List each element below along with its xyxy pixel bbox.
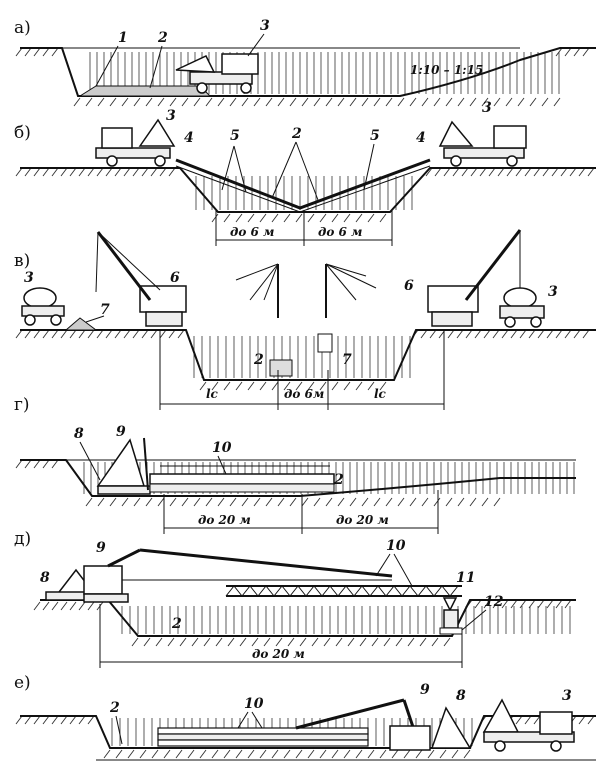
segments-10 [157, 727, 369, 747]
crane-right [427, 229, 522, 327]
callout-3: 3 [24, 270, 34, 286]
callout-3: 3 [166, 108, 176, 124]
dim-label: до 20 м [198, 513, 251, 527]
callout-2: 2 [253, 352, 264, 368]
callout-6: 6 [404, 278, 414, 294]
chutes [175, 158, 431, 210]
dim-label: до 6 м [318, 225, 362, 239]
dump-truck-right [438, 120, 527, 167]
panel-label: б) [14, 123, 31, 143]
dump-truck [175, 53, 259, 94]
callout-10: 10 [386, 538, 406, 554]
callout-11: 11 [456, 570, 475, 586]
dim-label: lс [206, 387, 219, 401]
callout-10: 10 [212, 440, 232, 456]
panel-v: в) [14, 229, 596, 410]
callout-8: 8 [74, 426, 84, 442]
callout-12: 12 [484, 594, 504, 610]
paver-9 [96, 437, 151, 495]
truss-10 [225, 585, 462, 597]
callout-9: 9 [116, 424, 126, 440]
callout-7: 7 [342, 352, 352, 368]
crane-swing-arcs [235, 263, 377, 318]
callout-8: 8 [456, 688, 466, 704]
callout-2: 2 [333, 472, 344, 488]
callout-7: 7 [100, 302, 110, 318]
truck-right [499, 287, 545, 328]
crane-left [95, 231, 187, 327]
callout-6: 6 [170, 270, 180, 286]
panel-a: а) 1 2 3 1:10 – 1:15 [14, 18, 596, 97]
machine-9-boom [83, 548, 393, 603]
callout-4: 4 [184, 130, 194, 146]
dump-truck-left [95, 118, 176, 167]
callout-3: 3 [562, 688, 572, 704]
dim-label: до 20 м [252, 647, 305, 661]
panel-label: г) [14, 395, 30, 415]
callout-9: 9 [96, 540, 106, 556]
pit-outline [20, 329, 596, 381]
panel-d: д) 8 9 10 11 12 2 [14, 529, 576, 668]
callout-5: 5 [370, 128, 380, 144]
pit-outline [20, 459, 576, 497]
slope-ratio: 1:10 – 1:15 [410, 63, 483, 77]
callout-10: 10 [244, 696, 264, 712]
callout-2: 2 [109, 700, 120, 716]
dim-label: до 20 м [336, 513, 389, 527]
dim-label: lс [374, 387, 387, 401]
callout-9: 9 [420, 682, 430, 698]
panel-label: д) [14, 529, 31, 549]
callout-1: 1 [118, 30, 128, 46]
material-layer [78, 85, 212, 97]
support-11-12 [439, 597, 463, 635]
machine-9-boom [295, 698, 431, 751]
dim-label: до 6м [284, 387, 324, 401]
dim-label: до 6 м [230, 225, 274, 239]
truck-left [21, 287, 98, 331]
panel-label: а) [14, 18, 31, 38]
callout-3: 3 [260, 18, 270, 34]
callout-8: 8 [40, 570, 50, 586]
callout-3: 3 [482, 100, 492, 116]
callout-3: 3 [548, 284, 558, 300]
callout-4: 4 [416, 130, 426, 146]
pit-outline [20, 47, 596, 97]
callout-2: 2 [171, 616, 182, 632]
machine-8 [430, 706, 472, 749]
panel-g: г) 8 9 10 2 до 20 м до 20 м [14, 395, 576, 534]
callout-2: 2 [291, 126, 302, 142]
panel-label: е) [14, 673, 31, 693]
segments-10 [149, 465, 335, 493]
panel-b: б) 3 4 5 2 5 4 3 [14, 100, 596, 246]
panel-e: е) 2 10 9 8 3 [14, 673, 596, 761]
callout-5: 5 [230, 128, 240, 144]
panel-label: в) [14, 251, 30, 271]
dump-truck [482, 698, 575, 752]
callout-2: 2 [157, 30, 168, 46]
